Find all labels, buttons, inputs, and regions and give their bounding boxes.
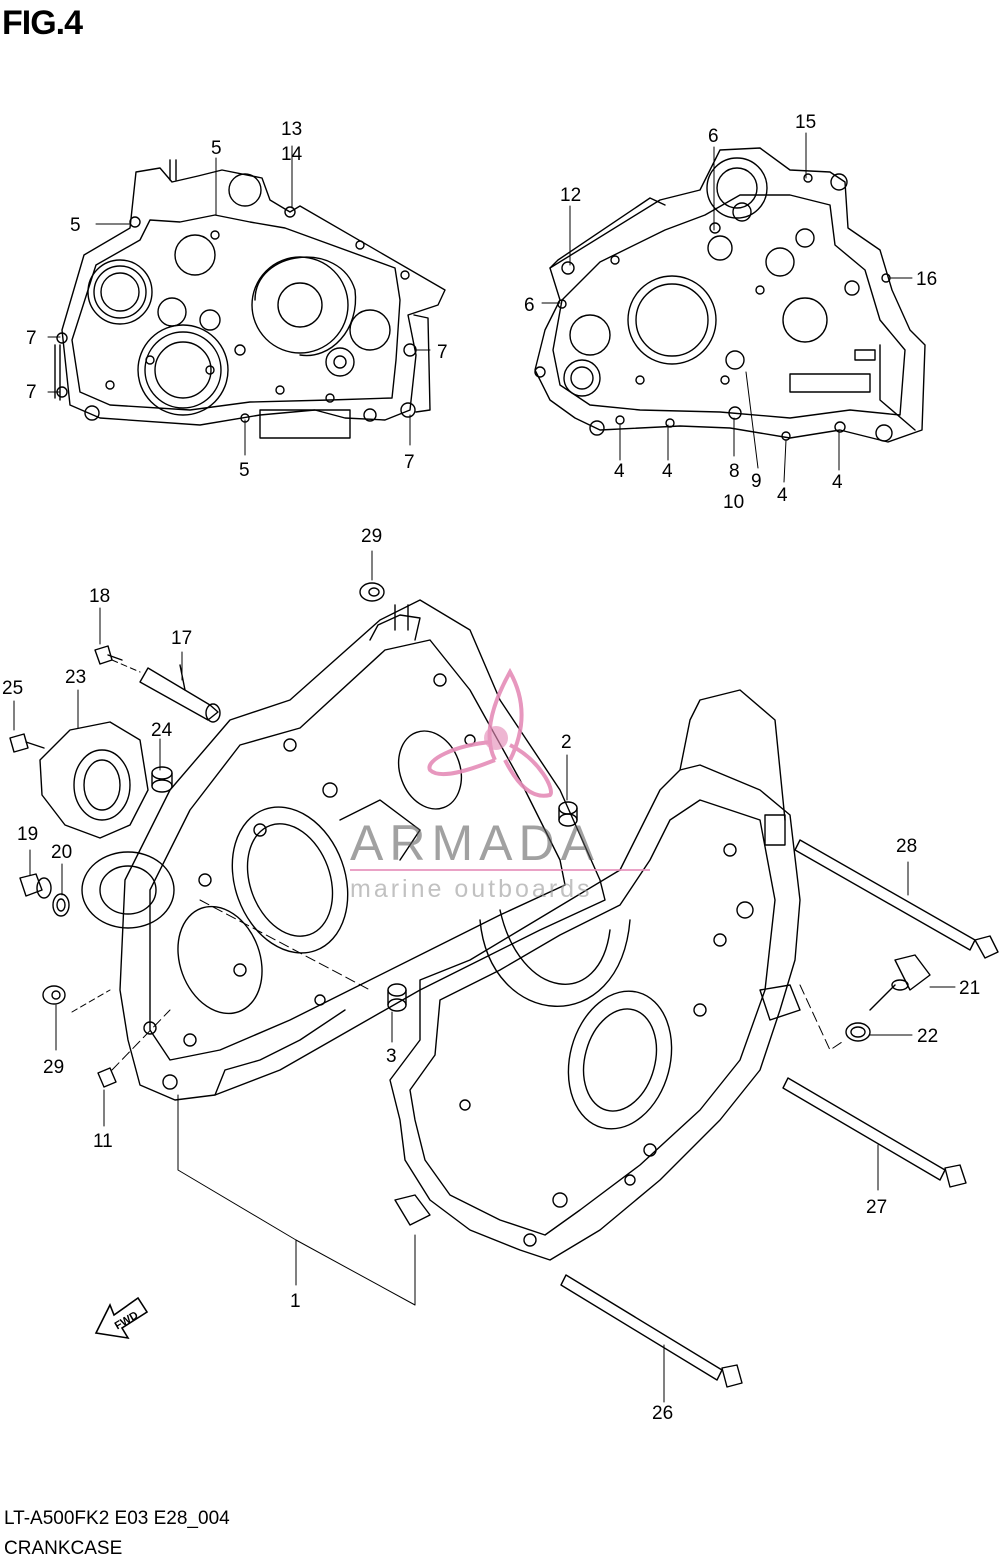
callout-15: 15 — [795, 112, 816, 133]
callout-4: 4 — [777, 485, 788, 506]
part-28-stud-bolt — [794, 839, 999, 959]
part-3-dowel-pin — [387, 983, 407, 1012]
callout-27: 27 — [866, 1197, 887, 1218]
callout-18: 18 — [89, 586, 110, 607]
part-20-gasket — [52, 893, 70, 917]
callout-7: 7 — [437, 342, 448, 363]
part-18-bolt — [94, 645, 123, 665]
callout-14: 14 — [281, 144, 303, 165]
callout-4: 4 — [614, 461, 625, 482]
callout-2: 2 — [561, 732, 572, 753]
watermark-tagline: marine outboards — [350, 875, 593, 903]
crankcase-assembly-left-half — [119, 599, 606, 1101]
watermark-brand: ARMADA — [350, 815, 600, 871]
callout-3: 3 — [386, 1046, 397, 1067]
part-17-pipe — [139, 664, 221, 723]
callout-4: 4 — [832, 472, 843, 493]
part-22-o-ring — [845, 1022, 871, 1042]
callout-29: 29 — [361, 526, 382, 547]
figure-title: FIG.4 — [2, 4, 83, 42]
part-29-nut-left — [42, 985, 66, 1005]
part-23-seal-housing — [39, 721, 149, 839]
part-25-bolt — [9, 733, 45, 753]
callout-7: 7 — [26, 328, 37, 349]
callout-20: 20 — [51, 842, 72, 863]
callout-5: 5 — [70, 215, 81, 236]
callout-13: 13 — [281, 119, 302, 140]
callout-19: 19 — [17, 824, 38, 845]
callout-8: 8 — [729, 461, 740, 482]
callout-23: 23 — [65, 667, 86, 688]
callout-12: 12 — [560, 185, 581, 206]
part-11-plug — [97, 1067, 117, 1088]
callout-28: 28 — [896, 836, 917, 857]
callout-10: 10 — [723, 492, 744, 513]
left-crankcase-half-view — [54, 159, 446, 439]
callout-22: 22 — [917, 1026, 938, 1047]
callout-17: 17 — [171, 628, 192, 649]
callout-11: 11 — [93, 1131, 113, 1152]
part-27-bolt — [782, 1077, 967, 1188]
diagram-code: LT-A500FK2 E03 E28_004 — [4, 1508, 230, 1529]
callout-21: 21 — [959, 978, 980, 999]
leader-lines — [13, 132, 956, 1403]
armada-watermark: ARMADA marine outboards — [350, 667, 650, 903]
oil-seal-ring — [81, 851, 175, 929]
right-crankcase-half-view — [534, 147, 926, 443]
crankcase-assembly-right-half — [389, 689, 801, 1261]
callout-5: 5 — [239, 460, 250, 481]
callout-7: 7 — [404, 452, 415, 473]
part-26-bolt — [560, 1274, 743, 1388]
callout-16: 16 — [916, 269, 937, 290]
part-29-nut-top — [359, 582, 385, 602]
armada-logo-icon — [427, 667, 553, 798]
part-24-dowel-pin — [151, 766, 173, 793]
callout-4: 4 — [662, 461, 673, 482]
callout-5: 5 — [211, 138, 222, 159]
callout-7: 7 — [26, 382, 37, 403]
part-19-plug — [19, 873, 52, 899]
diagram-name: CRANKCASE — [4, 1538, 123, 1559]
callout-29: 29 — [43, 1057, 64, 1078]
callout-9: 9 — [751, 471, 762, 492]
callout-24: 24 — [151, 720, 173, 741]
fwd-direction-arrow: FWD — [94, 1296, 149, 1340]
callout-26: 26 — [652, 1403, 673, 1424]
part-21-oil-level-gauge — [869, 954, 931, 1011]
callout-numbers: 5 5 5 13 14 7 7 7 7 12 6 6 15 16 4 4 4 4… — [2, 112, 980, 1424]
callout-6: 6 — [524, 295, 535, 316]
callout-25: 25 — [2, 678, 23, 699]
callout-6: 6 — [708, 126, 719, 147]
callout-1: 1 — [290, 1291, 301, 1312]
part-2-dowel-pin — [558, 801, 578, 827]
